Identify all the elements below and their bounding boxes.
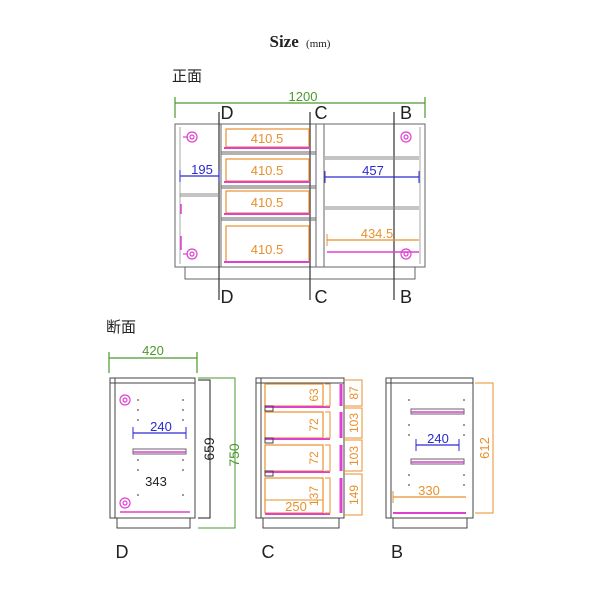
section-c-right-2: 103 [347,413,361,433]
section-d-shelf [132,427,187,455]
section-c-right-brackets [344,379,363,516]
front-width-value: 1200 [289,89,318,104]
front-view-label: 正面 [172,68,202,85]
section-d-inner-height: 659 [201,437,217,461]
marker-c-bottom: C [315,287,328,307]
section-d-depth-dimension [108,352,198,373]
section-c-drawer-2-height: 72 [307,418,321,432]
section-c-right-3: 103 [347,446,361,466]
section-d-dots [137,399,184,496]
section-d-cabinet [109,377,196,529]
section-d-total-height: 750 [226,443,242,467]
front-cabinet [174,123,426,280]
right-bottom-width: 434.5 [361,226,394,241]
section-d-marker: D [116,542,129,562]
title-text: Size [270,32,300,51]
section-b-shelf-depth: 240 [427,431,449,446]
section-d-height-dimensions [198,377,236,529]
section-b-shelves [392,408,466,514]
section-b-height-dimension [475,382,494,514]
title: Size (mm) [270,32,331,51]
drawer-4-width: 410.5 [251,242,284,257]
section-c-drawer-3-height: 72 [307,451,321,465]
section-c-marker: C [262,542,275,562]
section-c-handles [264,405,274,477]
marker-c-top: C [315,103,328,123]
section-b-height: 612 [477,437,492,459]
left-shelf [179,170,220,197]
section-c-rails [265,406,330,515]
section-d-inner-depth: 343 [145,474,167,489]
hinge-icons [183,131,412,260]
marker-b-top: B [400,103,412,123]
left-shelf-width: 195 [191,162,213,177]
drawer-rails [224,147,310,263]
section-d-shelf-depth: 240 [150,419,172,434]
drawer-dividers [221,151,316,221]
section-b-marker: B [391,542,403,562]
section-view-label: 断面 [106,319,136,336]
section-c-drawer-1-height: 63 [307,388,321,402]
section-c-right-4: 149 [347,485,361,505]
marker-d-top: D [221,103,234,123]
section-c-drawer-height-brackets [325,383,331,514]
front-width-dimension [174,97,426,118]
marker-b-bottom: B [400,287,412,307]
drawer-3-width: 410.5 [251,195,284,210]
drawer-2-width: 410.5 [251,163,284,178]
right-shelf-width: 457 [362,163,384,178]
unit-text: (mm) [306,38,331,50]
section-c-right-1: 87 [347,386,361,400]
section-b-dots [408,399,465,486]
section-c-bottom-depth: 250 [285,499,307,514]
section-cut-lines [218,112,395,300]
drawer-1-width: 410.5 [251,131,284,146]
right-shelves [324,156,420,253]
marker-d-bottom: D [221,287,234,307]
section-c-drawer-4-height: 137 [307,486,321,506]
section-d-depth: 420 [142,343,164,358]
section-b-bottom-depth: 330 [418,483,440,498]
section-d-hinges [119,394,131,509]
section-c-cabinet [255,377,345,529]
section-b-cabinet [385,377,474,529]
